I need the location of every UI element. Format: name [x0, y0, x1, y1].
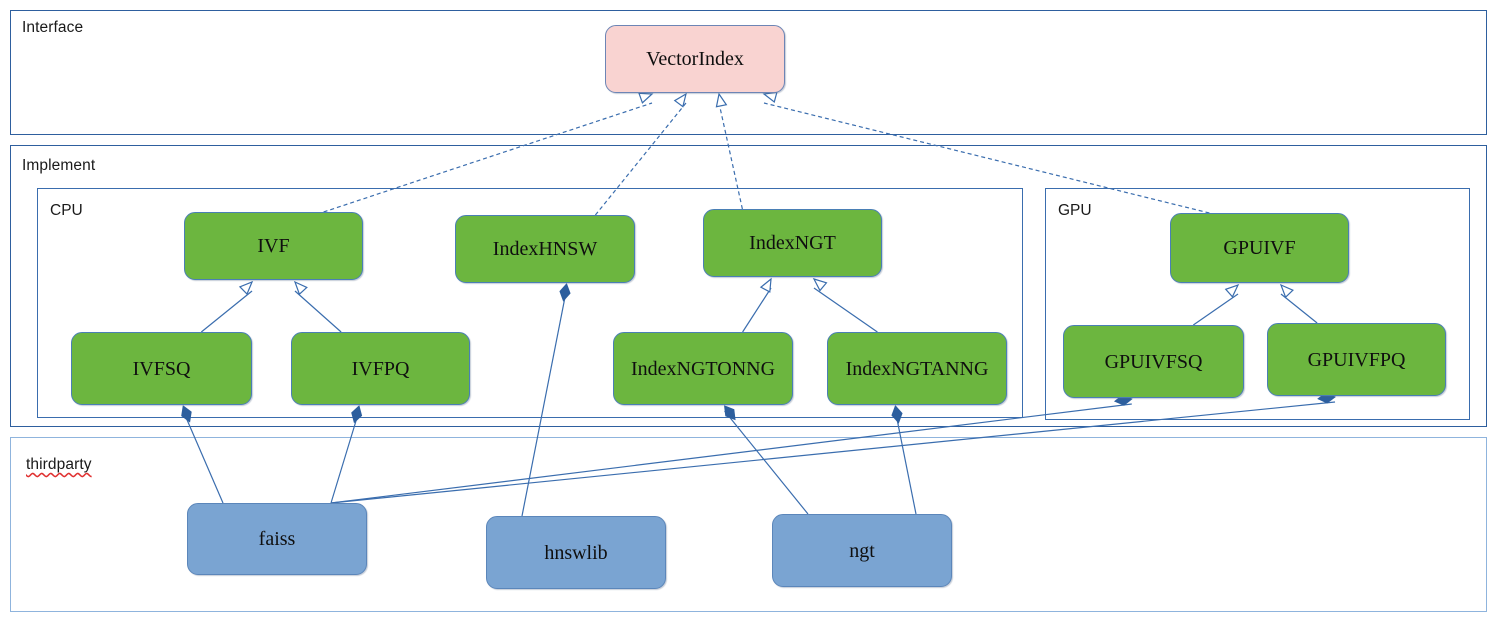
- class-node-gpuivf[interactable]: GPUIVF: [1170, 213, 1349, 283]
- class-node-label: GPUIVFSQ: [1104, 350, 1203, 373]
- class-node-label: IndexNGTONNG: [630, 357, 776, 380]
- class-node-vectorindex[interactable]: VectorIndex: [605, 25, 785, 93]
- group-label-gpu: GPU: [1058, 202, 1092, 219]
- class-node-indexngtonng[interactable]: IndexNGTONNG: [613, 332, 793, 405]
- class-node-label: faiss: [258, 528, 296, 550]
- group-label-interface: Interface: [22, 19, 84, 36]
- group-frame-gpu: [1045, 188, 1470, 420]
- group-frame-thirdparty: [10, 437, 1487, 612]
- group-frame-implement: [10, 145, 1487, 427]
- class-node-ngt[interactable]: ngt: [772, 514, 952, 587]
- class-node-ivf[interactable]: IVF: [184, 212, 363, 280]
- class-node-label: IndexNGT: [749, 232, 836, 254]
- group-frame-cpu: [37, 188, 1023, 418]
- class-node-indexhnsw[interactable]: IndexHNSW: [455, 215, 635, 283]
- class-node-label: VectorIndex: [646, 48, 744, 70]
- class-node-faiss[interactable]: faiss: [187, 503, 367, 575]
- group-label-cpu: CPU: [50, 202, 83, 219]
- class-node-hnswlib[interactable]: hnswlib: [486, 516, 666, 589]
- class-node-label: IndexHNSW: [492, 238, 598, 260]
- group-frame-interface: [10, 10, 1487, 135]
- group-label-implement: Implement: [22, 157, 96, 174]
- class-node-indexngtanng[interactable]: IndexNGTANNG: [827, 332, 1007, 405]
- class-node-gpuivfpq[interactable]: GPUIVFPQ: [1267, 323, 1446, 396]
- class-node-label: ngt: [849, 539, 875, 562]
- class-node-label: GPUIVF: [1223, 237, 1296, 259]
- class-node-label: IndexNGTANNG: [845, 357, 989, 380]
- class-node-gpuivfsq[interactable]: GPUIVFSQ: [1063, 325, 1244, 398]
- class-node-ivfsq[interactable]: IVFSQ: [71, 332, 252, 405]
- class-node-indexngt[interactable]: IndexNGT: [703, 209, 882, 277]
- class-node-label: IVFPQ: [351, 357, 410, 380]
- group-label-thirdparty: thirdparty: [26, 456, 92, 473]
- class-node-label: IVF: [257, 235, 290, 257]
- class-node-label: GPUIVFPQ: [1307, 348, 1406, 371]
- class-node-ivfpq[interactable]: IVFPQ: [291, 332, 470, 405]
- class-node-label: hnswlib: [544, 541, 608, 564]
- class-node-label: IVFSQ: [132, 357, 191, 380]
